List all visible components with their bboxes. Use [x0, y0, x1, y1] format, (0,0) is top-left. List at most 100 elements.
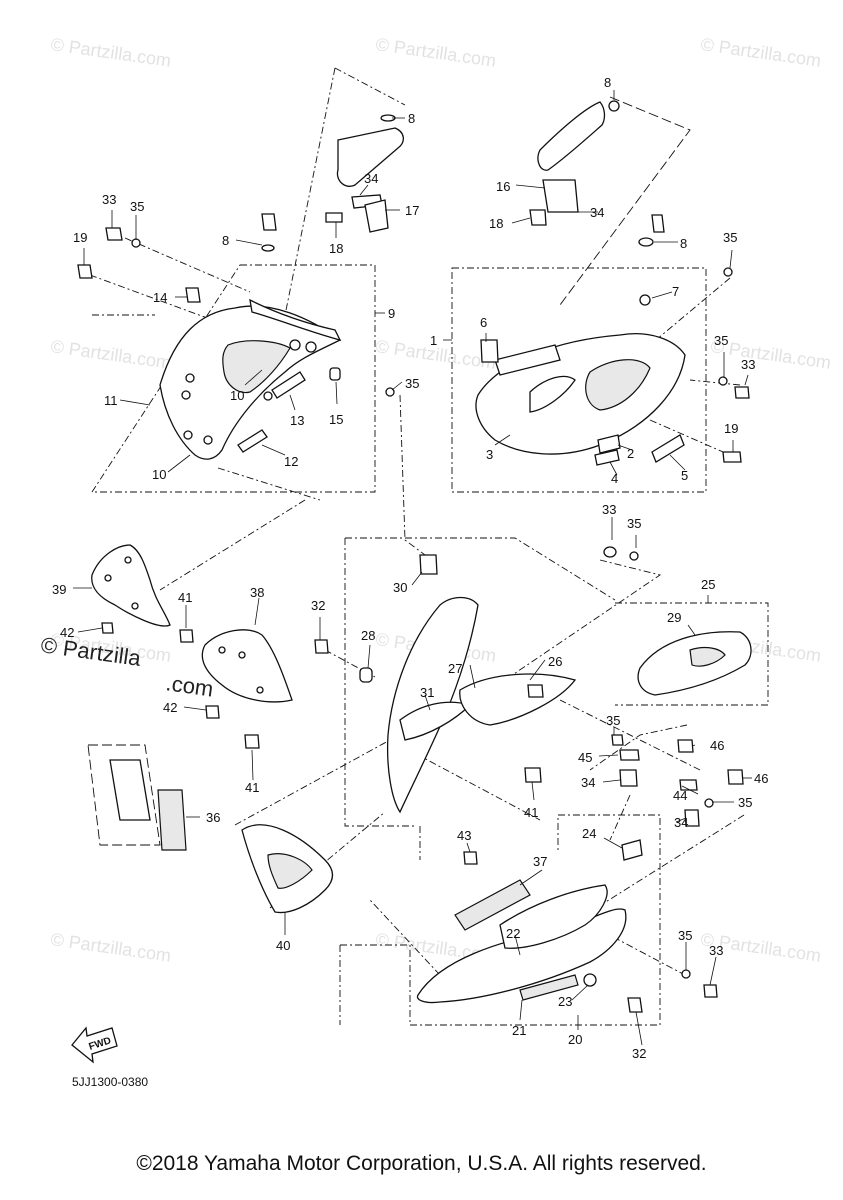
callout: 45 — [578, 750, 592, 765]
callout: 41 — [245, 780, 259, 795]
leader-lines — [73, 90, 752, 1046]
callout: 20 — [568, 1032, 582, 1047]
callout: 35 — [606, 713, 620, 728]
callout: 34 — [364, 171, 378, 186]
callout: 46 — [754, 771, 768, 786]
callout: 42 — [60, 625, 74, 640]
callout: 40 — [276, 938, 290, 953]
upper-bracket-left — [261, 114, 404, 252]
center-panel — [314, 554, 744, 827]
callout: 2 — [627, 446, 634, 461]
radiator-36 — [87, 744, 187, 851]
callout: 9 — [388, 306, 395, 321]
callout: 1 — [430, 333, 437, 348]
bracket-24 — [621, 839, 643, 861]
callout: 22 — [506, 926, 520, 941]
watermark: © Partzilla.com — [49, 929, 172, 966]
clip-30 — [419, 554, 438, 575]
seal-27 — [459, 673, 577, 726]
left-hardware — [77, 227, 395, 397]
callout: 19 — [73, 230, 87, 245]
decal-4 — [594, 449, 620, 466]
callout: 35 — [678, 928, 692, 943]
cover-38 — [201, 629, 293, 749]
collar-15 — [329, 367, 341, 381]
callout-layer: 8 8 34 17 18 33 35 19 8 14 9 11 10 10 13… — [52, 75, 768, 1061]
group-box-right-cowl — [451, 267, 707, 493]
callout: 41 — [178, 590, 192, 605]
callout: 13 — [290, 413, 304, 428]
callout: 26 — [548, 654, 562, 669]
callout: 34 — [674, 815, 688, 830]
assembly-lines — [89, 67, 745, 976]
callout: 15 — [329, 412, 343, 427]
callout: 4 — [611, 471, 618, 486]
callout: 35 — [627, 516, 641, 531]
callout: 29 — [667, 610, 681, 625]
watermark: © Partzilla.com — [49, 336, 172, 373]
callout: 27 — [448, 661, 462, 676]
left-cowl-assembly — [159, 287, 342, 460]
callout: 8 — [222, 233, 229, 248]
watermark: © Partzilla.com — [374, 34, 497, 71]
callout: 46 — [710, 738, 724, 753]
callout: 12 — [284, 454, 298, 469]
callout: 6 — [480, 315, 487, 330]
callout: 33 — [602, 502, 616, 517]
callout: 14 — [153, 290, 167, 305]
callout: 39 — [52, 582, 66, 597]
drawing-code: 5JJ1300-0380 — [72, 1075, 148, 1089]
callout: 8 — [408, 111, 415, 126]
right-cowl-assembly — [475, 267, 750, 466]
callout: 41 — [524, 805, 538, 820]
callout: 24 — [582, 826, 596, 841]
callout: 3 — [486, 447, 493, 462]
callout: 35 — [714, 333, 728, 348]
callout: 11 — [104, 393, 118, 408]
watermark-overlay-line1: © Partzilla — [39, 632, 143, 671]
callout: 25 — [701, 577, 715, 592]
group-boxes — [91, 264, 769, 1026]
grommet-12 — [237, 429, 268, 453]
callout: 18 — [329, 241, 343, 256]
upper-bracket-right — [529, 100, 665, 247]
bracket-39 — [91, 544, 194, 643]
callout: 10 — [230, 388, 244, 403]
copyright-notice: ©2018 Yamaha Motor Corporation, U.S.A. A… — [136, 1152, 707, 1175]
callout: 35 — [723, 230, 737, 245]
group-box-left-cowl — [91, 264, 376, 493]
callout: 21 — [512, 1023, 526, 1038]
callout: 32 — [632, 1046, 646, 1061]
callout: 37 — [533, 854, 547, 869]
callout: 44 — [673, 788, 687, 803]
callout: 35 — [405, 376, 419, 391]
callout: 17 — [405, 203, 419, 218]
callout: 10 — [152, 467, 166, 482]
decal-5 — [651, 434, 685, 463]
callout: 35 — [130, 199, 144, 214]
callout: 8 — [680, 236, 687, 251]
callout: 43 — [457, 828, 471, 843]
side-piece-29 — [603, 546, 752, 696]
callout: 33 — [102, 192, 116, 207]
callout: 38 — [250, 585, 264, 600]
callout: 18 — [489, 216, 503, 231]
callout: 33 — [709, 943, 723, 958]
grommet-13 — [271, 371, 306, 399]
collar-28 — [359, 667, 373, 683]
callout: 28 — [361, 628, 375, 643]
callout: 23 — [558, 994, 572, 1009]
group-box-side-piece — [615, 602, 769, 706]
callout: 34 — [590, 205, 604, 220]
watermark-overlay-line2: .com — [164, 670, 215, 701]
watermark: © Partzilla.com — [49, 34, 172, 71]
right-side-cowl — [475, 333, 686, 455]
callout: 7 — [672, 284, 679, 299]
callout: 32 — [311, 598, 325, 613]
group-box-under-cowl — [339, 814, 661, 1026]
fwd-arrow-icon: FWD — [71, 1026, 118, 1064]
callout: 33 — [741, 357, 755, 372]
callout: 31 — [420, 685, 434, 700]
under-cowl — [416, 839, 718, 1013]
